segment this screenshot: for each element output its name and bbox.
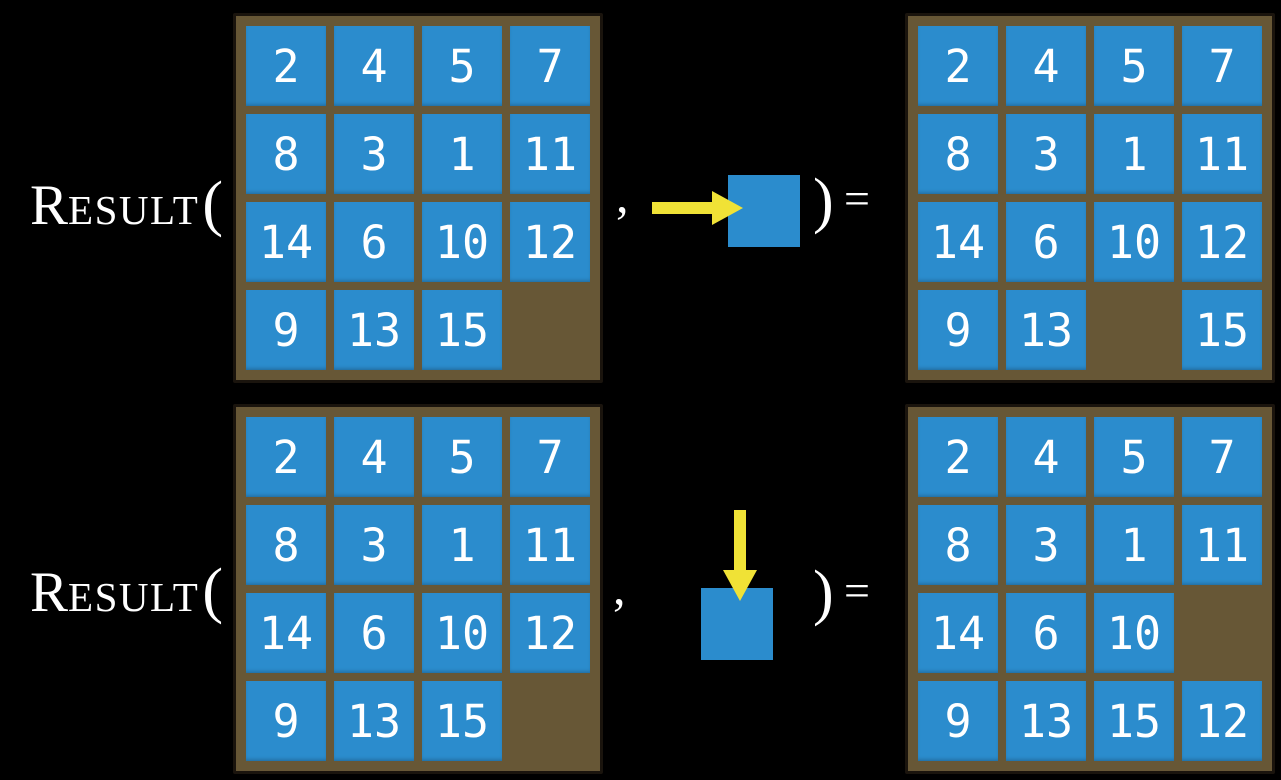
- empty-cell: [510, 681, 590, 761]
- empty-cell: [510, 290, 590, 370]
- result-function-label: R ESULT (: [30, 173, 223, 235]
- puzzle-tile-12: 12: [510, 202, 590, 282]
- puzzle-tile-1: 1: [1094, 505, 1174, 585]
- close-paren: ): [813, 559, 834, 627]
- puzzle-tile-11: 11: [1182, 114, 1262, 194]
- puzzle-tile-7: 7: [510, 26, 590, 106]
- puzzle-tile-7: 7: [1182, 417, 1262, 497]
- empty-cell: [1182, 593, 1262, 673]
- puzzle-tile-8: 8: [246, 114, 326, 194]
- puzzle-tile-13: 13: [334, 681, 414, 761]
- puzzle-tile-2: 2: [246, 417, 326, 497]
- puzzle-tile-8: 8: [918, 505, 998, 585]
- puzzle-tile-6: 6: [1006, 593, 1086, 673]
- result-label-rest: ESULT: [68, 187, 200, 233]
- puzzle-tile-9: 9: [246, 681, 326, 761]
- puzzle-tile-5: 5: [1094, 26, 1174, 106]
- puzzle-tile-6: 6: [334, 202, 414, 282]
- puzzle-tile-3: 3: [334, 505, 414, 585]
- puzzle-tile-7: 7: [510, 417, 590, 497]
- puzzle-tile-11: 11: [510, 114, 590, 194]
- puzzle-tile-7: 7: [1182, 26, 1262, 106]
- puzzle-tile-4: 4: [1006, 417, 1086, 497]
- result-function-label: R ESULT (: [30, 560, 223, 622]
- puzzle-tile-10: 10: [422, 593, 502, 673]
- comma: ,: [613, 559, 626, 615]
- puzzle-tile-14: 14: [918, 202, 998, 282]
- moved-tile-square: [728, 175, 800, 247]
- result-label-cap: R: [30, 174, 69, 237]
- open-paren: (: [202, 170, 223, 238]
- puzzle-tile-2: 2: [246, 26, 326, 106]
- puzzle-tile-10: 10: [1094, 593, 1174, 673]
- puzzle-tile-5: 5: [1094, 417, 1174, 497]
- puzzle-tile-13: 13: [1006, 290, 1086, 370]
- puzzle-tile-10: 10: [422, 202, 502, 282]
- down-arrow-icon: [723, 510, 757, 601]
- puzzle-tile-1: 1: [422, 114, 502, 194]
- puzzle-tile-4: 4: [334, 26, 414, 106]
- puzzle-tile-15: 15: [422, 290, 502, 370]
- puzzle-tile-12: 12: [510, 593, 590, 673]
- puzzle-tile-8: 8: [246, 505, 326, 585]
- puzzle-tile-13: 13: [334, 290, 414, 370]
- puzzle-tile-11: 11: [1182, 505, 1262, 585]
- puzzle-tile-3: 3: [334, 114, 414, 194]
- result-label-rest: ESULT: [68, 574, 200, 620]
- puzzle-tile-9: 9: [918, 681, 998, 761]
- puzzle-tile-15: 15: [1094, 681, 1174, 761]
- puzzle-tile-4: 4: [334, 417, 414, 497]
- puzzle-tile-12: 12: [1182, 202, 1262, 282]
- puzzle-tile-4: 4: [1006, 26, 1086, 106]
- puzzle-tile-12: 12: [1182, 681, 1262, 761]
- result-label-cap: R: [30, 561, 69, 624]
- puzzle-tile-10: 10: [1094, 202, 1174, 282]
- puzzle-tile-13: 13: [1006, 681, 1086, 761]
- puzzle-tile-3: 3: [1006, 114, 1086, 194]
- puzzle-tile-15: 15: [1182, 290, 1262, 370]
- puzzle-tile-1: 1: [1094, 114, 1174, 194]
- moved-tile-square: [701, 588, 773, 660]
- puzzle-tile-1: 1: [422, 505, 502, 585]
- equals-sign: =: [844, 565, 870, 616]
- right-arrow-icon: [652, 191, 743, 225]
- comma: ,: [616, 167, 629, 223]
- puzzle-tile-15: 15: [422, 681, 502, 761]
- puzzle-tile-5: 5: [422, 417, 502, 497]
- puzzle-tile-5: 5: [422, 26, 502, 106]
- puzzle-tile-11: 11: [510, 505, 590, 585]
- open-paren: (: [202, 557, 223, 625]
- puzzle-tile-6: 6: [334, 593, 414, 673]
- close-paren: ): [813, 167, 834, 235]
- empty-cell: [1094, 290, 1174, 370]
- puzzle-tile-9: 9: [918, 290, 998, 370]
- puzzle-tile-2: 2: [918, 417, 998, 497]
- puzzle-tile-14: 14: [246, 593, 326, 673]
- puzzle-tile-14: 14: [918, 593, 998, 673]
- puzzle-tile-9: 9: [246, 290, 326, 370]
- puzzle-tile-14: 14: [246, 202, 326, 282]
- puzzle-tile-8: 8: [918, 114, 998, 194]
- puzzle-tile-3: 3: [1006, 505, 1086, 585]
- puzzle-tile-6: 6: [1006, 202, 1086, 282]
- puzzle-tile-2: 2: [918, 26, 998, 106]
- equals-sign: =: [844, 173, 870, 224]
